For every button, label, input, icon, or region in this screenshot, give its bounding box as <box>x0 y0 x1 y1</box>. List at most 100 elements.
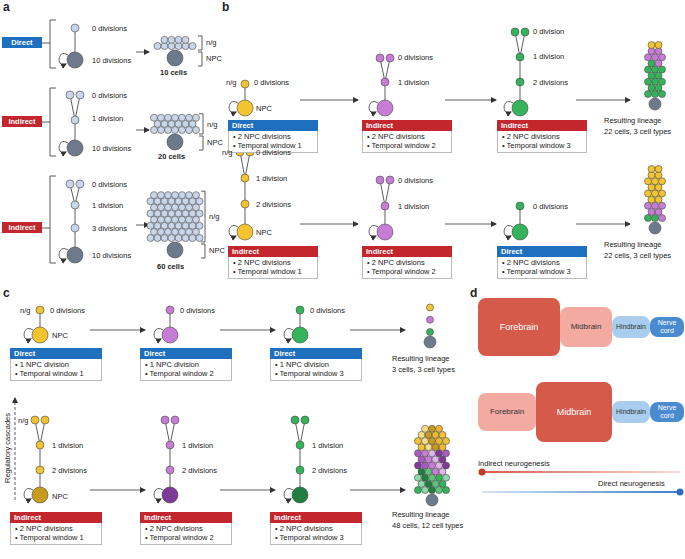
cell <box>439 468 446 475</box>
text-label: n/g <box>18 416 28 425</box>
cell <box>154 210 161 217</box>
cell <box>652 54 659 61</box>
cell <box>655 166 662 173</box>
panel-letter: b <box>222 1 229 14</box>
bracket <box>201 244 205 258</box>
bullet-text: • 2 NPC divisions <box>233 132 313 141</box>
cell <box>182 222 189 229</box>
text-label: 2 divisions <box>533 78 568 87</box>
cell <box>158 114 165 121</box>
tag-body: • 2 NPC divisions• Temporal window 1 <box>10 523 102 545</box>
self-renewal-arrow <box>59 249 68 260</box>
cell <box>512 224 528 240</box>
bracket <box>42 88 56 156</box>
cell <box>167 50 183 66</box>
cell <box>645 215 652 222</box>
self-renewal-arrow <box>284 329 293 340</box>
cell <box>415 474 422 481</box>
cell <box>158 216 165 223</box>
region-name: Nerve cord <box>650 404 684 420</box>
text-label: 1 division <box>182 441 213 450</box>
cell <box>162 327 178 343</box>
cell <box>648 60 655 67</box>
cell <box>172 114 179 121</box>
cell <box>76 180 84 188</box>
cell-count: 60 cells <box>157 262 184 271</box>
cell <box>443 487 450 494</box>
process-arrow <box>445 224 496 225</box>
cell <box>516 78 524 86</box>
cell <box>161 36 168 43</box>
tag-header: Indirect <box>2 222 42 233</box>
cell <box>168 235 175 242</box>
tag-body: • 1 NPC division• Temporal window 1 <box>10 359 102 381</box>
cell <box>422 474 429 481</box>
mode-tag: Direct• 1 NPC division• Temporal window … <box>140 348 232 381</box>
mode-tag: Indirect• 2 NPC divisions• Temporal wind… <box>140 512 232 545</box>
tag-header: Indirect <box>140 512 232 523</box>
cell <box>422 462 429 469</box>
text-label: NPC <box>256 104 272 113</box>
cell <box>32 327 48 343</box>
bullet-text: • 2 NPC divisions <box>502 132 582 141</box>
cell <box>71 224 79 232</box>
cell <box>436 438 443 445</box>
cell <box>429 438 436 445</box>
text-label: n/g <box>20 306 30 315</box>
cell <box>648 208 655 215</box>
self-renewal-arrow <box>154 489 163 500</box>
text-label: n/g <box>222 148 232 157</box>
bullet-text: • 1 NPC division <box>15 360 97 369</box>
text-label: 2 divisions <box>52 466 87 475</box>
tag-body: • 2 NPC divisions• Temporal window 1 <box>228 257 318 279</box>
cell <box>436 474 443 481</box>
bullet-text: • 2 NPC divisions <box>367 132 447 141</box>
cell <box>377 100 393 116</box>
self-renewal-arrow <box>154 329 163 340</box>
cell <box>415 487 422 494</box>
bullet-text: • Temporal window 3 <box>502 141 582 150</box>
cell <box>189 210 196 217</box>
gradient-dot <box>677 489 684 496</box>
cell <box>41 416 49 424</box>
cell <box>154 198 161 205</box>
cell <box>151 127 158 134</box>
cell <box>166 466 174 474</box>
cell <box>151 216 158 223</box>
cell <box>429 425 436 432</box>
process-arrow <box>220 330 275 331</box>
mode-tag: Indirect• 2 NPC divisions• Temporal wind… <box>228 246 318 279</box>
text-label: 1 division <box>256 174 287 183</box>
cell <box>512 100 528 116</box>
text-label: 1 division <box>312 441 343 450</box>
cell <box>652 215 659 222</box>
process-arrow <box>300 100 358 101</box>
self-renewal-arrow <box>229 102 238 113</box>
cell <box>172 216 179 223</box>
cell <box>439 431 446 438</box>
region-name: Forebrain <box>490 408 524 416</box>
tag-header: Indirect <box>270 512 362 523</box>
text-label: 1 division <box>92 201 123 210</box>
cell <box>182 198 189 205</box>
text-label: NPC <box>209 246 225 255</box>
cell <box>429 450 436 457</box>
cell <box>154 222 161 229</box>
process-arrow <box>90 330 145 331</box>
text-label: Resulting lineage <box>392 510 450 519</box>
cell <box>432 456 439 463</box>
cell <box>296 306 304 314</box>
text-label: 0 divisions <box>254 78 289 87</box>
tag-body: • 2 NPC divisions• Temporal window 3 <box>497 257 587 279</box>
cell <box>36 466 44 474</box>
bracket <box>199 114 203 134</box>
cell <box>67 140 83 156</box>
process-arrow <box>136 130 149 131</box>
cell <box>186 127 193 134</box>
mode-tag: Indirect <box>2 116 42 127</box>
cell <box>426 494 438 506</box>
cell <box>292 327 308 343</box>
cell <box>655 208 662 215</box>
text-label: Direct neurogenesis <box>598 479 665 488</box>
process-arrow <box>300 224 358 225</box>
